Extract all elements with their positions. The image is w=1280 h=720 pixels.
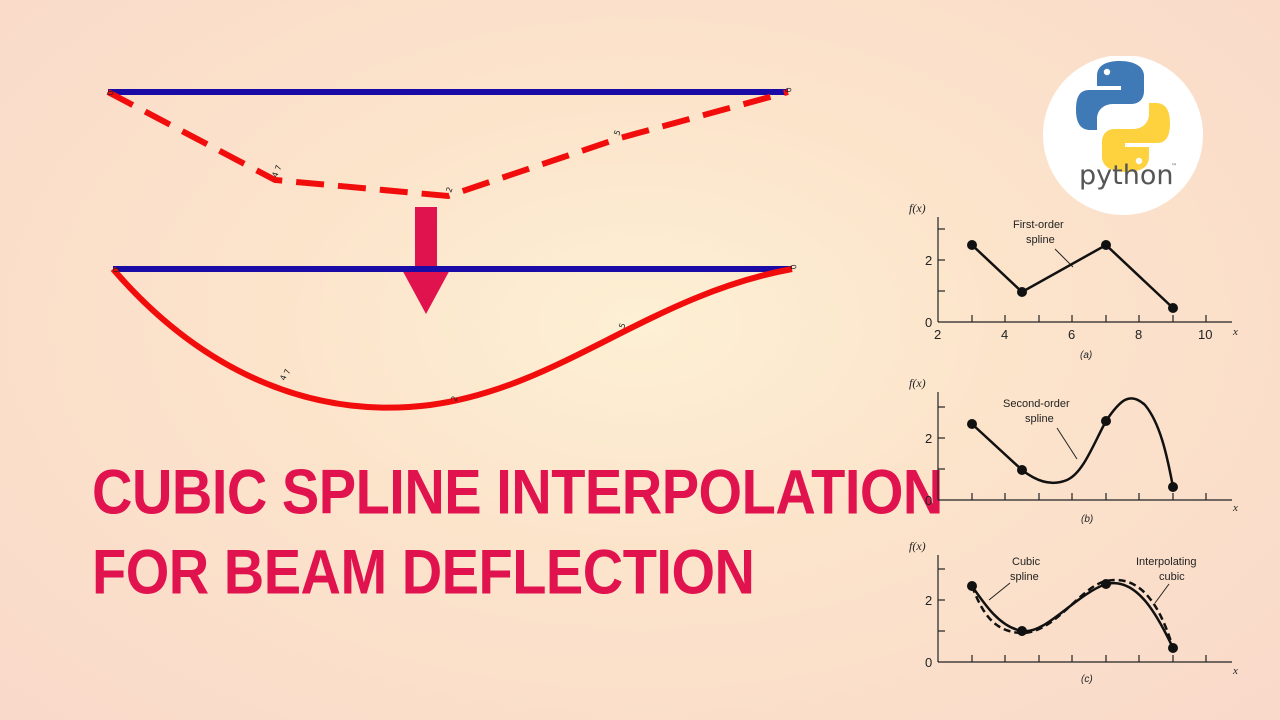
chart-c-xlabel: x (1232, 665, 1238, 677)
upper-node-label-5: 5 (612, 129, 622, 137)
chart-c-point (1101, 579, 1111, 589)
lower-node-label-1: 0 (111, 267, 121, 274)
chart-c-ytick-0: 0 (925, 655, 932, 670)
chart-c-annotation-right-arrow (1154, 583, 1170, 604)
chart-a: f(x) 2 0 2 4 6 8 10 x First-order spline… (909, 201, 1238, 361)
chart-a-ytick-2: 2 (925, 253, 932, 268)
spline-charts: f(x) 2 0 2 4 6 8 10 x First-order spline… (909, 201, 1238, 685)
chart-b-point (1017, 465, 1027, 475)
chart-b-annotation-1: Second-order (1003, 398, 1070, 410)
chart-b-point (1168, 482, 1178, 492)
chart-b-ytick-0: 0 (925, 493, 932, 508)
lower-node-label-3: 7 (282, 368, 292, 376)
chart-a-annotation-1: First-order (1013, 219, 1064, 231)
chart-c-annotation-left-arrow (988, 582, 1011, 601)
chart-c-interpolating-cubic (970, 578, 1175, 649)
chart-a-spline (971, 243, 1174, 309)
chart-b-ytick-2: 2 (925, 431, 932, 446)
chart-c-ylabel: f(x) (909, 539, 926, 553)
chart-b-panel-label: (b) (1081, 514, 1093, 525)
chart-c-panel-label: (c) (1081, 674, 1093, 685)
chart-a-xtick-10: 10 (1198, 327, 1212, 342)
chart-a-ylabel: f(x) (909, 201, 926, 215)
lower-deflection-curve (110, 266, 793, 411)
chart-a-xlabel: x (1232, 326, 1238, 338)
chart-b-point (1101, 416, 1111, 426)
chart-a-xtick-4: 4 (1001, 327, 1008, 342)
upper-node-label-1: 0 (105, 90, 115, 97)
title-line-1: CUBIC SPLINE INTERPOLATION (92, 456, 943, 528)
upper-deflection-dashed (106, 89, 789, 200)
chart-c-annotation-right-2: cubic (1159, 571, 1185, 583)
lower-node-label-6: 0 (788, 264, 798, 271)
upper-node-label-2: 4 (270, 171, 280, 179)
chart-a-xtick-2: 2 (934, 327, 941, 342)
down-arrow-icon (400, 207, 452, 314)
chart-c-point (967, 581, 977, 591)
chart-a-point (1168, 303, 1178, 313)
upper-node-label-6: 0 (783, 87, 793, 94)
chart-b-ylabel: f(x) (909, 376, 926, 390)
chart-c-annotation-left-2: spline (1010, 571, 1039, 583)
lower-node-label-2: 4 (278, 374, 288, 382)
chart-a-ticks (938, 228, 1207, 322)
chart-c-cubic-spline (970, 581, 1175, 649)
chart-a-xtick-6: 6 (1068, 327, 1075, 342)
chart-b-point (967, 419, 977, 429)
chart-b-xlabel: x (1232, 502, 1238, 514)
python-logo: python ™ (1043, 56, 1203, 215)
lower-node-label-4: 2 (449, 395, 459, 403)
chart-b-annotation-arrow (1056, 427, 1078, 460)
chart-a-point (1101, 240, 1111, 250)
chart-a-panel-label: (a) (1080, 350, 1092, 361)
chart-b-spline (971, 397, 1175, 488)
chart-a-ytick-0: 0 (925, 315, 932, 330)
chart-b-annotation-2: spline (1025, 413, 1054, 425)
chart-c-ytick-2: 2 (925, 593, 932, 608)
chart-c-ticks (938, 568, 1207, 662)
python-trademark: ™ (1171, 163, 1177, 170)
chart-c-annotation-right-1: Interpolating (1136, 556, 1197, 568)
chart-a-annotation-2: spline (1026, 234, 1055, 246)
chart-c-point (1017, 626, 1027, 636)
upper-node-label-3: 7 (273, 164, 283, 172)
upper-node-label-4: 2 (444, 186, 454, 194)
chart-a-xtick-8: 8 (1135, 327, 1142, 342)
chart-b: f(x) 2 0 x Second-order spline (b) (909, 376, 1238, 525)
python-snakes-icon (1076, 61, 1170, 172)
chart-b-ticks (938, 406, 1207, 500)
chart-a-point (1017, 287, 1027, 297)
chart-c-point (1168, 643, 1178, 653)
beam-deflection-diagram: 0 4 7 2 5 0 0 4 7 2 5 0 (105, 87, 798, 411)
title-line-2: FOR BEAM DEFLECTION (92, 536, 755, 608)
chart-c: f(x) 2 0 x Cubic spline Interpolating cu… (909, 539, 1238, 685)
chart-c-annotation-left-1: Cubic (1012, 556, 1041, 568)
lower-node-label-5: 5 (617, 322, 627, 330)
chart-a-point (967, 240, 977, 250)
python-wordmark: python (1079, 160, 1173, 191)
